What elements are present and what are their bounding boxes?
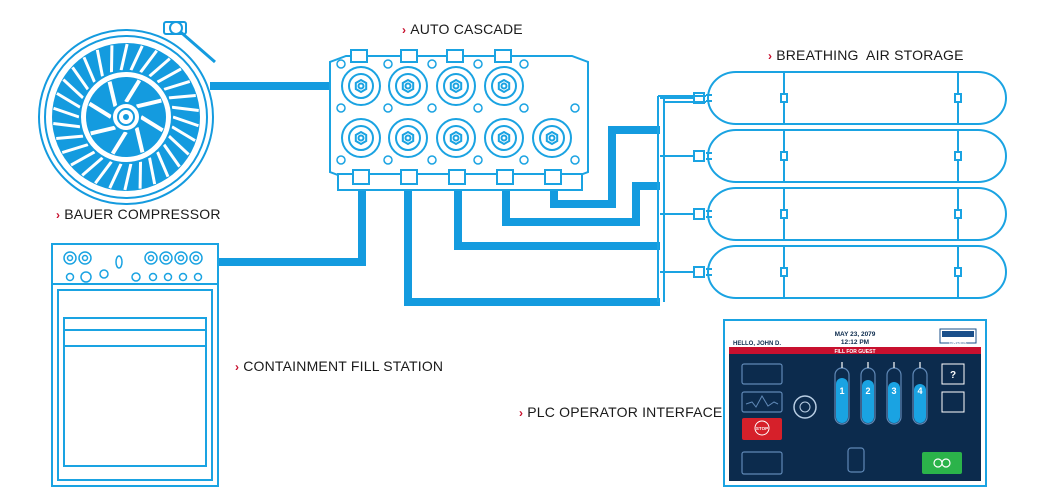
plc-tank-number: 2 xyxy=(865,386,870,396)
cascade-valve xyxy=(388,118,428,158)
plc-tank[interactable]: 3 xyxy=(886,362,902,425)
pipes xyxy=(210,82,660,306)
fan-blade xyxy=(162,143,181,168)
compressor-hub-spokes xyxy=(88,79,164,155)
cascade-valve xyxy=(484,118,524,158)
fan-blade xyxy=(94,160,113,185)
plc-tank[interactable]: 2 xyxy=(860,362,876,425)
storage-tank xyxy=(660,187,1007,241)
fan-blade xyxy=(81,156,104,177)
plc-tank[interactable]: 1 xyxy=(834,362,850,425)
fan-blade xyxy=(156,67,182,84)
fan-blade xyxy=(71,66,90,91)
fan-blade xyxy=(168,94,196,100)
plc-tank-number: 3 xyxy=(891,386,896,396)
marker-icon: › xyxy=(56,208,61,222)
hub-spoke xyxy=(136,98,162,109)
cascade-valve xyxy=(436,118,476,158)
fan-blade xyxy=(108,163,123,189)
plc-help-icon[interactable]: ? xyxy=(950,370,956,381)
fan-blade xyxy=(167,135,190,156)
fan-blade xyxy=(163,80,191,91)
fan-blade xyxy=(148,57,171,78)
bauer-compressor xyxy=(38,21,216,205)
storage-tanks xyxy=(660,71,1007,299)
hub-spoke xyxy=(110,130,128,155)
auto-cascade-panel xyxy=(329,49,589,191)
cascade-valve xyxy=(388,66,428,106)
marker-icon: › xyxy=(768,49,773,63)
fan-blade xyxy=(129,45,144,71)
storage-tank xyxy=(660,245,1007,299)
storage-tank xyxy=(660,129,1007,183)
hub-spoke xyxy=(139,115,164,133)
pipe-cascade-to-tank-2 xyxy=(502,182,660,226)
plc-tank[interactable]: 4 xyxy=(912,362,928,425)
compressor-fan-blades xyxy=(53,43,199,191)
pipe-cascade-to-tank-1 xyxy=(550,126,660,208)
marker-icon: › xyxy=(402,23,407,37)
hub-spoke xyxy=(134,127,145,153)
plc-brand-logo: BAUER xyxy=(949,340,967,346)
fan-blade xyxy=(95,49,104,77)
hub-spoke xyxy=(88,101,113,119)
breathing-air-storage xyxy=(657,71,1007,302)
cascade-valve xyxy=(341,66,381,106)
marker-icon: › xyxy=(519,406,524,420)
fan-blade xyxy=(53,122,81,129)
plc-greeting: HELLO, JOHN D. xyxy=(733,341,781,347)
fan-blade xyxy=(56,92,81,109)
pipe-cascade-to-tank-4 xyxy=(404,186,660,306)
containment-fill-station xyxy=(51,243,219,487)
hub-spoke xyxy=(90,125,116,136)
fan-blade xyxy=(53,106,80,119)
hub-spoke xyxy=(124,79,142,104)
pipe-cascade-to-tank-3 xyxy=(454,186,660,250)
label-bauer-compressor: ›BAUER COMPRESSOR xyxy=(56,206,221,222)
fan-blade xyxy=(123,163,133,191)
cascade-valve xyxy=(532,118,572,158)
cascade-valves xyxy=(341,66,572,158)
cascade-valve xyxy=(341,118,381,158)
fan-blade xyxy=(171,105,199,112)
marker-icon: › xyxy=(235,360,240,374)
cascade-valve xyxy=(436,66,476,106)
hub-spoke xyxy=(107,81,118,107)
cascade-valve xyxy=(484,66,524,106)
plc-time: 12:12 PM xyxy=(841,339,869,346)
fan-blade xyxy=(61,143,89,154)
fan-blade xyxy=(119,43,129,71)
plc-tank-number: 4 xyxy=(917,386,922,396)
pipe-fill-station-to-cascade xyxy=(218,186,366,266)
fan-blade xyxy=(82,56,96,83)
fan-blade xyxy=(70,150,96,167)
fan-blade xyxy=(139,49,158,74)
label-breathing-air-storage: ›BREATHING AIR STORAGE xyxy=(768,47,964,63)
plc-operator-interface: 1 2 3 4 MAY 23, 2079 12:12 PM HELLO, JOHN D… xyxy=(723,319,987,487)
plc-stop-button[interactable]: STOP xyxy=(756,426,768,431)
storage-tank xyxy=(660,71,1007,125)
fan-blade xyxy=(171,125,196,142)
plc-date: MAY 23, 2079 xyxy=(835,331,876,338)
fan-blade xyxy=(62,78,85,99)
fan-blade xyxy=(148,157,157,185)
label-containment-fill-station: ›CONTAINMENT FILL STATION xyxy=(235,358,444,374)
plc-tank-number: 1 xyxy=(839,386,844,396)
fan-blade xyxy=(172,115,199,128)
plc-banner: FILL FOR GUEST xyxy=(834,349,875,355)
label-auto-cascade: ›AUTO CASCADE xyxy=(402,21,523,37)
plc-tanks: 1 2 3 4 xyxy=(834,362,928,425)
fan-blade xyxy=(56,134,84,140)
label-plc-operator-interface: ›PLC OPERATOR INTERFACE xyxy=(519,404,723,420)
fan-blade xyxy=(156,151,170,178)
